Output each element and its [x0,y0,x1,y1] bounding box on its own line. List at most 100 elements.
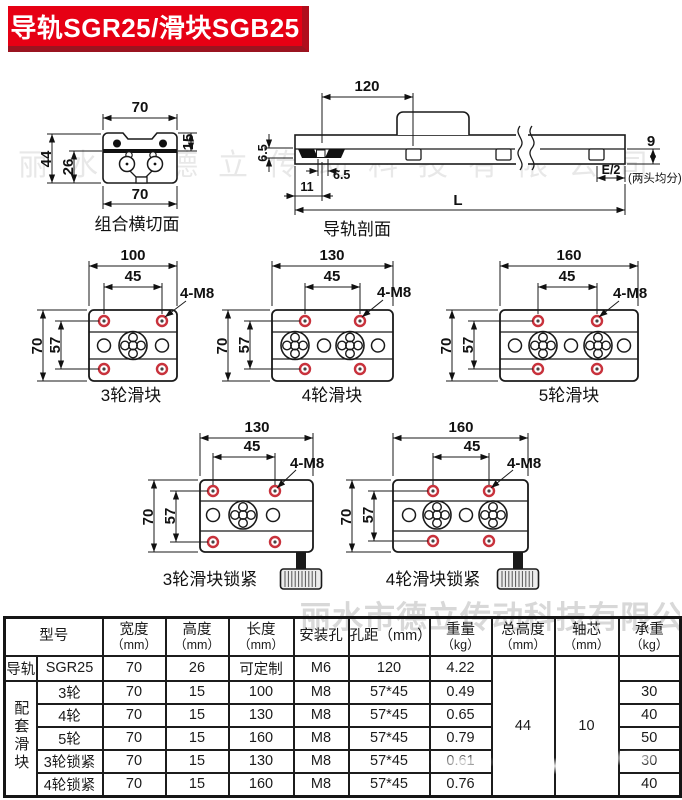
rail-clamp-block [396,111,470,135]
cell-model: 4轮锁紧 [35,771,104,797]
thread-label: 4-M8 [180,285,214,302]
wheel-cluster [280,330,365,361]
dim-label: 70 [438,338,455,355]
drawing-slider-3wheel-lock: 130 45 4-M8 70 57 3轮滑块锁紧 [140,419,324,590]
col-header-mount-hole: 安装孔 [292,616,350,657]
dim-label: 70 [132,99,149,116]
group-label-sliders: 配套滑块 [3,679,38,797]
lock-stem [296,551,306,569]
page-title: 导轨SGR25/滑块SGB25 [10,12,300,43]
cell-model: 4轮 [35,702,104,728]
cell-load: 40 [617,702,682,728]
col-header-shaft-core: 轴芯（mm） [553,616,620,657]
knurling [284,571,317,587]
slider-body [88,309,178,382]
dim-label: 57 [360,507,377,524]
cell-height: 15 [164,702,230,728]
cell-width: 70 [101,725,167,751]
cross-bolt-hole [159,139,167,148]
slider-body [392,479,529,553]
cell-hole: M8 [292,725,350,751]
dim-label: 44 [38,150,55,167]
table-row-slider: 4轮锁紧 70 15 160 M8 57*45 0.76 40 [5,771,682,797]
drawing-caption: 3轮滑块锁紧 [163,570,257,589]
dim-label: 6.5 [333,168,350,182]
drawing-caption: 4轮滑块锁紧 [386,570,480,589]
rail-tab [588,148,605,161]
cell-hole: M8 [292,679,350,705]
dim-label: 45 [464,438,481,455]
dim-label: 9 [647,133,655,150]
technical-drawings: 70 70 44 26 15 组合横切面 [29,78,682,590]
cell-width: 70 [101,748,167,774]
wheel-cluster [422,500,508,530]
cell-weight: 0.79 [428,725,493,751]
cell-height: 26 [164,654,230,682]
cell-hole: M6 [292,654,350,682]
cell-weight: 0.76 [428,771,493,797]
col-header-weight: 重量（kg） [428,616,493,657]
side-hole [370,338,386,353]
rail-nut [316,149,326,158]
dim-label: 26 [60,159,77,176]
cell-length: 160 [227,771,295,797]
cell-height: 15 [164,725,230,751]
cell-height: 15 [164,679,230,705]
col-header-model: 型号 [3,616,104,657]
cell-length: 可定制 [227,654,295,682]
knurling [501,571,534,587]
thread-label: 4-M8 [290,455,324,472]
dim-label: 57 [162,508,179,525]
dim-label: 160 [556,247,581,264]
drawing-slider-5wheel: 160 45 4-M8 70 57 5轮滑块 [438,247,647,405]
cell-load: 50 [617,725,682,751]
dim-label: E/2 [602,163,621,177]
cell-hole: M8 [292,771,350,797]
col-header-length: 长度（mm） [227,616,295,657]
rail-tab [405,148,422,161]
side-hole [316,338,332,353]
dim-label: L [453,192,462,209]
rail-tab [495,148,512,161]
dim-label: 120 [354,78,379,95]
dim-label: 160 [448,419,473,436]
cell-model: 3轮 [35,679,104,705]
table-row-slider: 配套滑块 3轮 70 15 100 M8 57*45 0.49 30 [3,679,682,797]
side-hole [154,338,170,353]
dim-label: 70 [214,338,231,355]
dim-label: 70 [29,338,46,355]
dim-label: 130 [319,247,344,264]
wheel-cluster [228,500,258,530]
cell-pitch: 57*45 [347,679,431,705]
dim-label: 100 [120,247,145,264]
cell-pitch: 57*45 [347,725,431,751]
cell-shaft-core-merged: 10 [553,654,620,797]
side-hole [507,338,523,353]
cell-pitch: 57*45 [347,748,431,774]
dim-label: 57 [460,337,477,354]
cross-stem-tab [135,176,148,184]
cell-pitch: 57*45 [347,771,431,797]
m8-holes [206,484,282,549]
col-header-pitch: 孔距（mm） [347,616,431,657]
break-line [517,125,523,171]
cell-width: 70 [101,679,167,705]
table-row-slider: 4轮 70 15 130 M8 57*45 0.65 40 [5,702,682,728]
dim-label: 70 [338,509,355,526]
cross-bolt-hole [113,139,121,148]
slider-body [499,309,639,382]
cell-weight: 4.22 [428,654,493,682]
drawing-caption: 导轨剖面 [323,220,391,239]
cell-total-height-merged: 44 [490,654,556,797]
dim-label: 45 [244,438,261,455]
col-header-load: 承重（kg） [617,616,682,657]
thread-label: 4-M8 [613,285,647,302]
cell-hole: M8 [292,748,350,774]
wheel-cluster [118,330,148,361]
dim-label: 11 [300,180,313,194]
roller-center-dot [125,162,129,166]
dim-note: (两头均分) [628,172,682,185]
side-hole [401,507,417,523]
drawing-rail-section: 120 9 6.5 6.5 11 E/2 (两头均分) L 导轨剖面 [256,78,682,239]
